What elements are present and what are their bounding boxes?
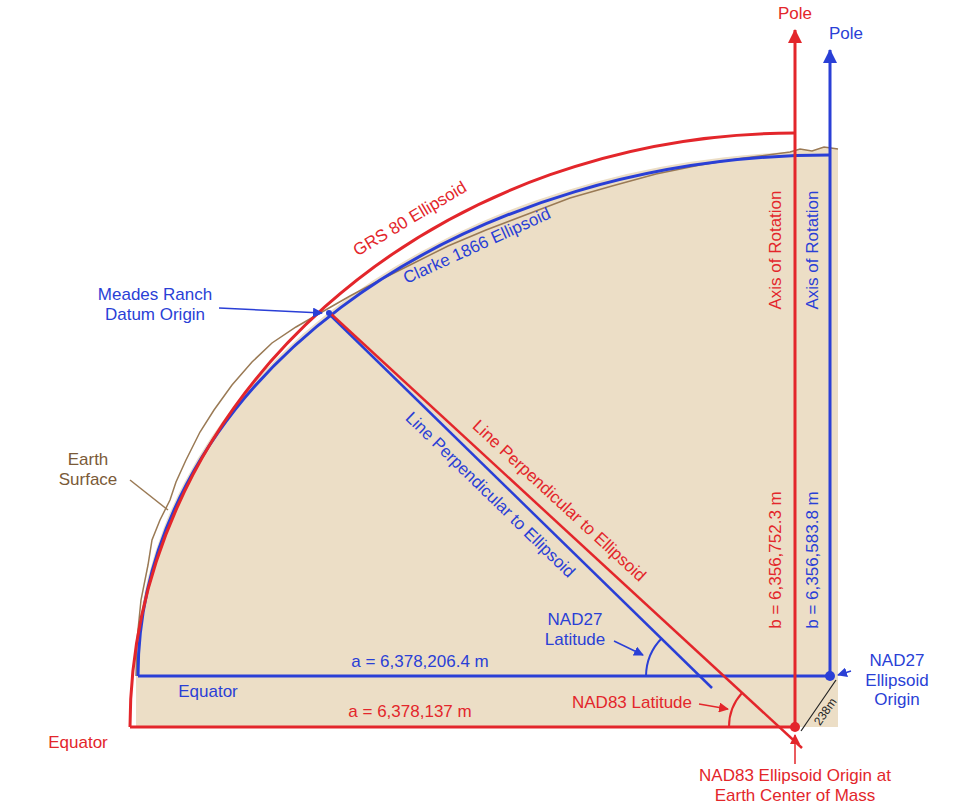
earth-surface-label: Earth Surface	[48, 450, 128, 489]
nad27-axis	[829, 50, 832, 676]
meades-leader	[219, 308, 322, 313]
earth-body	[136, 147, 838, 727]
datum-origin-label: Meades Ranch Datum Origin	[94, 285, 216, 324]
pole-label: Pole	[778, 4, 812, 24]
nad83-equator	[130, 726, 795, 729]
semi-minor-axis-value: b = 6,356,752.3 m	[766, 491, 786, 629]
nad27-normal	[328, 313, 712, 688]
semi-minor-axis-value: b = 6,356,583.8 m	[803, 491, 823, 629]
grs80-ellipsoid	[130, 133, 795, 727]
nad83-axis	[794, 30, 797, 727]
origin-label: NAD83 Ellipsoid Origin at Earth Center o…	[693, 766, 898, 805]
nad27-latitude-leader	[614, 641, 643, 655]
equator-label: Equator	[48, 733, 108, 753]
nad27-origin-leader	[838, 671, 851, 675]
equator-label: Equator	[178, 682, 238, 702]
axis-label: Axis of Rotation	[803, 190, 823, 309]
nad83-latitude-arc	[729, 693, 742, 727]
nad27-origin-dot	[825, 671, 835, 681]
axis-label: Axis of Rotation	[766, 190, 786, 309]
meades-ranch-point	[326, 310, 332, 316]
pole-label: Pole	[829, 24, 863, 44]
latitude-label: NAD83 Latitude	[572, 693, 692, 713]
nad83-normal	[330, 313, 802, 748]
semi-major-axis-value: a = 6,378,206.4 m	[351, 652, 489, 672]
clarke-ellipsoid	[138, 155, 830, 676]
nad83-latitude-leader	[699, 704, 728, 709]
origin-label: NAD27 Ellipsoid Origin	[852, 651, 942, 710]
nad83-origin-dot	[790, 722, 800, 732]
nad83-origin-leader	[794, 735, 796, 764]
earth-surface-leader	[130, 480, 168, 510]
semi-major-axis-value: a = 6,378,137 m	[348, 702, 471, 722]
nad27-latitude-arc	[646, 638, 662, 676]
latitude-label: NAD27 Latitude	[539, 610, 611, 649]
earth-surface-line	[136, 147, 838, 676]
